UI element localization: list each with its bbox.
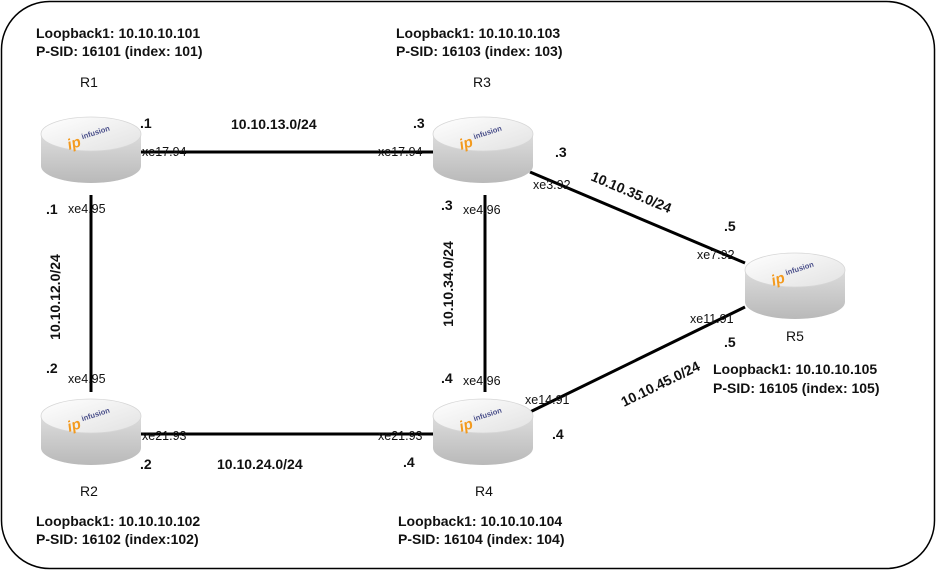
r2-iface-to-r1: xe4.95 (68, 372, 106, 386)
logo-ip-text: ip (457, 133, 475, 153)
r4-loopback: Loopback1: 10.10.10.104 (398, 513, 562, 529)
router-r1[interactable]: ip infusion (40, 116, 142, 184)
net-r3-r5: 10.10.35.0/24 (589, 168, 674, 216)
r4-iface-to-r2: xe21.93 (378, 429, 423, 443)
r5-ip-to-r4: .5 (724, 334, 736, 350)
r3-ip-to-r4: .3 (441, 197, 453, 213)
logo-ip-text: ip (769, 269, 787, 289)
r4-iface-to-r5: xe14.91 (525, 393, 570, 407)
net-r3-r4: 10.10.34.0/24 (440, 241, 456, 327)
net-r4-r5: 10.10.45.0/24 (618, 358, 702, 410)
r3-ip-to-r1: .3 (413, 115, 425, 131)
link-r3-r5 (529, 170, 746, 265)
net-r2-r4: 10.10.24.0/24 (217, 456, 303, 472)
r2-psid: P-SID: 16102 (index:102) (36, 531, 199, 547)
logo-ip-text: ip (65, 133, 83, 153)
r3-psid: P-SID: 16103 (index: 103) (396, 43, 563, 59)
r1-iface-to-r2: xe4.95 (68, 202, 106, 216)
r1-psid: P-SID: 16101 (index: 101) (36, 43, 203, 59)
r2-name: R2 (80, 483, 98, 499)
r4-ip-to-r5: .4 (552, 426, 564, 442)
r2-ip-to-r1: .2 (46, 360, 58, 376)
r1-ip-to-r3: .1 (140, 115, 152, 131)
r1-ip-to-r2: .1 (46, 201, 58, 217)
r3-iface-to-r5: xe3.92 (533, 178, 571, 192)
r2-loopback: Loopback1: 10.10.10.102 (36, 513, 200, 529)
r3-iface-to-r4: xe4.96 (463, 203, 501, 217)
link-r4-r5 (529, 305, 746, 414)
r3-ip-to-r5: .3 (555, 144, 567, 160)
r4-iface-to-r3: xe4.96 (463, 374, 501, 388)
r5-ip-to-r3: .5 (724, 218, 736, 234)
router-r5[interactable]: ip infusion (744, 252, 846, 320)
r4-ip-to-r3: .4 (441, 370, 453, 386)
logo-ip-text: ip (65, 415, 83, 435)
r5-loopback: Loopback1: 10.10.10.105 (713, 361, 877, 377)
r3-loopback: Loopback1: 10.10.10.103 (396, 25, 560, 41)
links (89, 150, 746, 436)
logo-ip-text: ip (457, 415, 475, 435)
r3-iface-to-r1: xe17.94 (378, 145, 423, 159)
r5-iface-to-r3: xe7.92 (697, 248, 735, 262)
r5-iface-to-r4: xe11.91 (690, 312, 734, 326)
r4-psid: P-SID: 16104 (index: 104) (398, 531, 565, 547)
net-r1-r2: 10.10.12.0/24 (47, 254, 63, 340)
r4-ip-to-r2: .4 (403, 454, 415, 470)
r5-name: R5 (786, 328, 804, 344)
router-r4[interactable]: ip infusion (432, 398, 534, 466)
r1-name: R1 (80, 74, 98, 90)
r1-iface-to-r3: xe17.94 (142, 145, 187, 159)
r2-iface-to-r4: xe21.93 (142, 429, 187, 443)
r3-name: R3 (473, 74, 491, 90)
r5-psid: P-SID: 16105 (index: 105) (713, 380, 880, 396)
r4-name: R4 (475, 483, 493, 499)
router-r3[interactable]: ip infusion (432, 116, 534, 184)
r1-loopback: Loopback1: 10.10.10.101 (36, 25, 200, 41)
r2-ip-to-r4: .2 (140, 456, 152, 472)
router-r2[interactable]: ip infusion (40, 398, 142, 466)
net-r1-r3: 10.10.13.0/24 (231, 116, 317, 132)
